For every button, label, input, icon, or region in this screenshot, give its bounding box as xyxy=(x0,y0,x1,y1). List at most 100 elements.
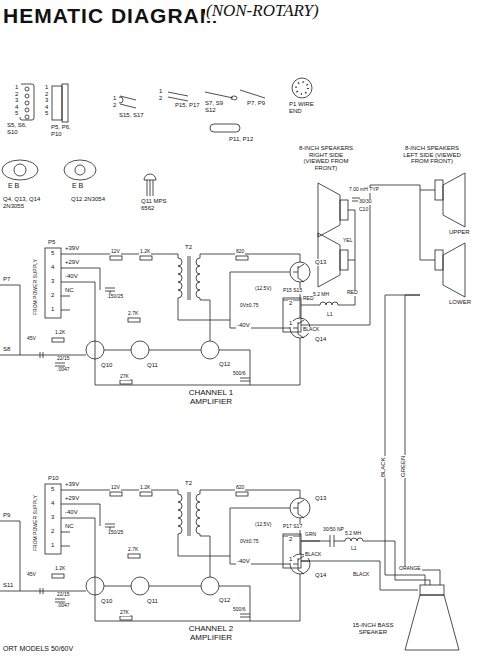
schematic-label: CHANNEL 2 AMPLIFIER xyxy=(170,625,252,643)
schematic-label: BLACK xyxy=(304,552,322,558)
schematic-label: +29V xyxy=(64,259,80,266)
schematic-label: P15, P17 xyxy=(174,102,201,109)
schematic-label: 2.7K xyxy=(127,311,139,317)
schematic-label: L1 xyxy=(350,546,358,552)
schematic-label: 8-INCH SPEAKERS LEFT SIDE (VIEWED FROM F… xyxy=(402,145,462,165)
schematic-label: Q11 xyxy=(146,598,159,605)
schematic-label: ORANGE xyxy=(398,566,422,572)
schematic-label: 1.2K xyxy=(54,330,66,336)
schematic-label: 0V±0.75 xyxy=(239,303,260,309)
schematic-label: (NON-ROTARY) xyxy=(205,2,320,21)
schematic-label: 150/25 xyxy=(107,530,124,536)
schematic-label: 820 xyxy=(235,249,245,255)
schematic-label: RED xyxy=(346,290,359,296)
schematic-label: 22/15 xyxy=(56,592,71,598)
schematic-label: UPPER xyxy=(448,229,471,236)
schematic-label: NC xyxy=(64,287,75,294)
schematic-label: P11, P12 xyxy=(228,136,254,143)
schematic-label: T2 xyxy=(184,244,193,251)
schematic-label: 2 xyxy=(288,300,293,307)
schematic-label: S5, S6, S10 xyxy=(6,122,40,135)
schematic-label: FROM POWER SUPPLY xyxy=(33,494,39,552)
schematic-label: P1 WIRE END xyxy=(288,101,322,114)
schematic-label: S15, S17 xyxy=(118,112,150,119)
schematic-label: 22/15 xyxy=(56,356,71,362)
schematic-label: 4 xyxy=(50,500,55,507)
schematic-label: 500/6 xyxy=(232,371,247,377)
schematic-label: 30/50 NP xyxy=(322,527,345,533)
channel-2-circuit xyxy=(0,484,320,621)
schematic-label: 12V xyxy=(110,485,121,491)
schematic-label: P7, P9 xyxy=(246,100,266,107)
schematic-label: C10 xyxy=(358,207,369,213)
schematic-label: 1.2K xyxy=(139,485,151,491)
schematic-label: .0047 xyxy=(56,367,71,373)
schematic-label: 0V±0.75 xyxy=(239,539,260,545)
schematic-label: 8-INCH SPEAKERS RIGHT SIDE (VIEWED FROM … xyxy=(296,145,356,171)
schematic-label: E B xyxy=(71,182,84,190)
schematic-label: P10 xyxy=(47,475,60,482)
schematic-label: Q10 xyxy=(100,362,113,369)
schematic-label: 4 xyxy=(50,264,55,271)
schematic-label: 27K xyxy=(119,374,130,380)
schematic-label: T2 xyxy=(184,480,193,487)
schematic-label: GRN xyxy=(304,532,317,538)
schematic-label: 3 xyxy=(50,278,55,285)
schematic-label: 2 xyxy=(50,292,55,299)
schematic-label: 820 xyxy=(235,485,245,491)
schematic-label: RED xyxy=(302,296,315,302)
schematic-label: NC xyxy=(64,523,75,530)
schematic-label: -40V xyxy=(236,558,251,565)
schematic-label: BLACK xyxy=(302,327,320,333)
schematic-label: BLACK xyxy=(380,456,387,478)
schematic-label: CHANNEL 1 AMPLIFIER xyxy=(170,389,252,407)
schematic-label: 1 2 xyxy=(158,88,165,101)
schematic-label: Q11 xyxy=(146,362,159,369)
schematic-label: Q12 xyxy=(218,597,231,604)
schematic-label: +29V xyxy=(64,495,80,502)
schematic-label: .0047 xyxy=(56,603,71,609)
schematic-label: P17 S17 xyxy=(282,524,303,530)
schematic-label: P5, P6, P10 xyxy=(50,124,84,137)
schematic-label: E B xyxy=(7,182,20,190)
schematic-label: 1 xyxy=(288,320,293,327)
schematic-label: LOWER xyxy=(448,299,472,306)
schematic-label: 1 xyxy=(50,306,55,313)
schematic-label: 12V xyxy=(110,249,121,255)
schematic-label: 3 xyxy=(50,514,55,521)
schematic-label: S8 xyxy=(2,346,11,353)
schematic-label: (12.5V) xyxy=(254,522,272,528)
schematic-label: Q12 xyxy=(218,361,231,368)
schematic-label: Q10 xyxy=(100,598,113,605)
schematic-label: ORT MODELS 50/60V xyxy=(2,645,74,653)
schematic-label: 15-INCH BASS SPEAKER xyxy=(343,622,403,635)
schematic-label: 1 2 3 4 5 xyxy=(44,84,51,117)
schematic-label: Q12 2N3054 xyxy=(70,196,108,203)
schematic-label: -40V xyxy=(236,322,251,329)
schematic-label: Q13 xyxy=(314,259,327,266)
schematic-label: 2 xyxy=(50,528,55,535)
schematic-label: 30/30 xyxy=(358,199,373,205)
schematic-label: 2 xyxy=(288,536,293,543)
schematic-label: 1.2K xyxy=(54,566,66,572)
schematic-label: 5 xyxy=(50,486,55,493)
schematic-label: Q14 xyxy=(314,336,327,343)
schematic-label: 5.2 MH xyxy=(312,292,330,298)
channel-1-circuit xyxy=(0,248,320,385)
schematic-label: Q14 xyxy=(314,572,327,579)
schematic-label: P15 S15 xyxy=(282,288,303,294)
schematic-label: Q11 MPS 6562 xyxy=(140,198,176,211)
schematic-label: 1 xyxy=(50,542,55,549)
schematic-label: 1 2 xyxy=(112,95,119,108)
schematic-label: P9 xyxy=(2,512,11,519)
schematic-label: S11 xyxy=(2,582,14,589)
schematic-label: Q4, Q13, Q14 2N3055 xyxy=(2,196,48,209)
schematic-label: 1.2K xyxy=(139,249,151,255)
schematic-label: 500/6 xyxy=(232,607,247,613)
schematic-label: YEL xyxy=(342,238,353,244)
schematic-label: P5 xyxy=(47,239,56,246)
schematic-label: 2.7K xyxy=(127,547,139,553)
schematic-label: -40V xyxy=(64,509,79,516)
